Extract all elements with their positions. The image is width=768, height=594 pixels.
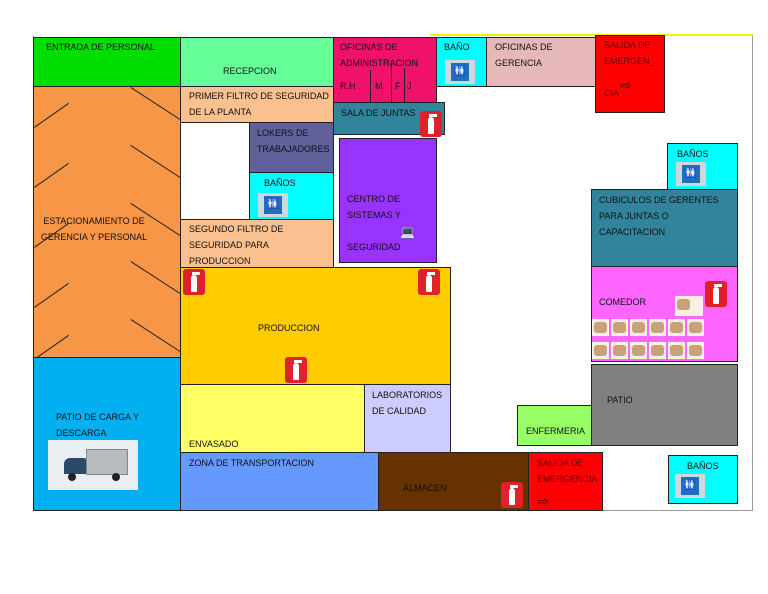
room-recepcion: RECEPCION [180,37,334,87]
room-envasado: ENVASADO [180,384,365,453]
label: ALMACEN [403,483,447,493]
chair-icon [592,342,609,359]
chair-icon [630,319,647,336]
room-oficinas-admin: OFICINAS DE ADMINISTRACION R.H M F J [333,37,437,103]
label: SALA DE JUNTAS [341,108,416,118]
label: BAÑOS [677,149,709,159]
chair-icon [687,342,704,359]
room-banos-left: BAÑOS 🚻 [249,172,334,220]
chair-icon [611,319,628,336]
label: PATIO DE CARGA Y DESCARGA [56,412,140,438]
label: OFICINAS DE ADMINISTRACION [340,42,419,68]
room-salida-emergencia-top: SALIDA DE EMERGEN_ CIA⇨ [595,35,665,113]
label: ENTRADA DE PERSONAL [46,42,156,52]
chair-icon [611,342,628,359]
room-produccion: PRODUCCION [180,267,451,385]
room-oficinas-gerencia: OFICINAS DE GERENCIA [486,37,596,87]
restroom-icon: 🚻 [676,162,706,186]
label: OFICINAS DE GERENCIA [495,42,553,68]
top-boundary [430,34,753,36]
chair-icon [630,342,647,359]
room-entrada: ENTRADA DE PERSONAL [33,37,181,87]
fire-extinguisher-icon [420,111,442,137]
room-almacen: ALMACEN [378,452,529,511]
fire-extinguisher-icon [183,269,205,295]
fire-extinguisher-icon [501,482,523,508]
exit-arrow-icon: ⇨ [537,493,549,509]
label: PRODUCCION [258,323,320,333]
exit-arrow-icon: ⇨ [620,77,632,93]
room-sala-juntas: SALA DE JUNTAS [333,102,445,137]
restroom-icon: 🚻 [445,60,475,84]
room-comedor: COMEDOR [591,266,738,362]
label: SALIDA DE EMERGEN_ CIA [604,40,655,98]
room-estacionamiento: ESTACIONAMIENTO DE GERENCIA Y PERSONAL [33,86,181,358]
label: RECEPCION [223,66,277,76]
room-primer-filtro: PRIMER FILTRO DE SEGURIDAD DE LA PLANTA [180,86,334,123]
chair-icon [592,319,609,336]
fire-extinguisher-icon [418,269,440,295]
room-centro-sistemas: CENTRO DE SISTEMAS Y SEGURIDAD💻 [339,138,437,263]
label: SEGUNDO FILTRO DE SEGURIDAD PARA PRODUCC… [189,224,284,266]
label: ZONA DE TRANSPORTACION [189,458,315,468]
label: LABORATORIOS DE CALIDAD [372,390,443,416]
label: COMEDOR [599,297,646,307]
room-cubiculos: CUBICULOS DE GERENTES PARA JUNTAS O CAPA… [591,189,738,267]
room-enfermeria: ENFERMERIA [517,405,592,446]
room-patio-carga: PATIO DE CARGA Y DESCARGA [33,357,181,511]
office-f: F [395,81,401,91]
room-zona-transportacion: ZONA DE TRANSPORTACION [180,452,379,511]
chair-icon [668,319,685,336]
room-laboratorios: LABORATORIOS DE CALIDAD [364,384,451,453]
label: SALIDA DE EMERGENCIA [537,458,598,484]
label: ENFERMERIA [526,426,586,436]
room-bano-top: BAÑO 🚻 [436,37,487,87]
room-salida-emergencia-bottom: SALIDA DE EMERGENCIA ⇨ [528,452,603,511]
room-lokers: LOKERS DE TRABAJADORES [249,122,334,173]
room-banos-right: BAÑOS 🚻 [667,143,738,190]
label: BAÑOS [264,178,296,188]
label: ESTACIONAMIENTO DE GERENCIA Y PERSONAL [40,216,148,242]
chair-icon [649,342,666,359]
chair-icon [675,296,703,316]
room-patio: PATIO [591,364,738,446]
label: PRIMER FILTRO DE SEGURIDAD DE LA PLANTA [189,91,329,117]
office-j: J [407,81,412,91]
label: LOKERS DE TRABAJADORES [257,128,330,154]
fire-extinguisher-icon [285,357,307,383]
label: PATIO [607,395,633,405]
chair-icon [687,319,704,336]
chair-icon [668,342,685,359]
label: ENVASADO [189,439,239,449]
fire-extinguisher-icon [705,281,727,307]
label: BAÑOS [687,461,719,471]
office-m: M [375,81,383,91]
truck-icon [48,440,138,490]
room-banos-bottom: BAÑOS 🚻 [668,455,738,504]
label: CENTRO DE SISTEMAS Y SEGURIDAD [347,194,401,252]
room-segundo-filtro: SEGUNDO FILTRO DE SEGURIDAD PARA PRODUCC… [180,219,334,268]
label: CUBICULOS DE GERENTES PARA JUNTAS O CAPA… [599,195,719,237]
label: BAÑO [444,42,470,52]
office-rh: R.H [340,81,356,91]
restroom-icon: 🚻 [675,474,705,498]
computer-icon: 💻 [400,225,415,239]
chair-icon [649,319,666,336]
restroom-icon: 🚻 [258,193,288,217]
